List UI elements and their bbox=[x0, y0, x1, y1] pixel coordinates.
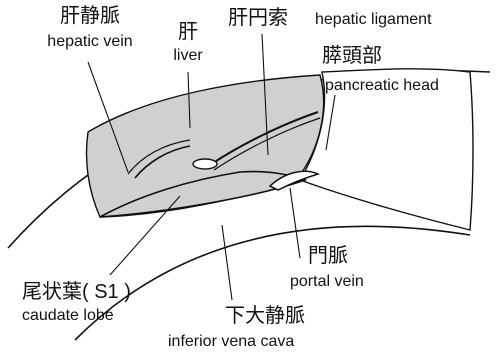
hepatic-ligament-label-ja: 肝円索 bbox=[228, 8, 288, 28]
hepatic-vein-label-ja: 肝静脈 bbox=[60, 6, 120, 26]
ligament-knot bbox=[193, 159, 217, 169]
inferior-vena-cava-label-en: inferior vena cava bbox=[168, 334, 294, 350]
caudate-lobe-label-en: caudate lobe bbox=[22, 308, 114, 324]
caudate-lobe-label-ja: 尾状葉( S1 ) bbox=[22, 282, 131, 302]
leader-portal-vein bbox=[290, 188, 300, 258]
hepatic-ligament-label-en: hepatic ligament bbox=[315, 12, 432, 28]
leader-inferior-vena-cava bbox=[222, 225, 232, 300]
pancreatic-head-label-en: pancreatic head bbox=[325, 78, 439, 94]
portal-vein-label-en: portal vein bbox=[290, 274, 364, 290]
inferior-vena-cava-label-ja: 下大静脈 bbox=[225, 306, 305, 326]
hepatic-vein-label-en: hepatic vein bbox=[47, 34, 132, 50]
pancreatic-head-label-ja: 膵頭部 bbox=[322, 46, 382, 66]
liver-label-ja: 肝 bbox=[178, 22, 198, 42]
portal-vein-label-ja: 門脈 bbox=[308, 246, 348, 266]
liver-label-en: liver bbox=[173, 48, 202, 64]
